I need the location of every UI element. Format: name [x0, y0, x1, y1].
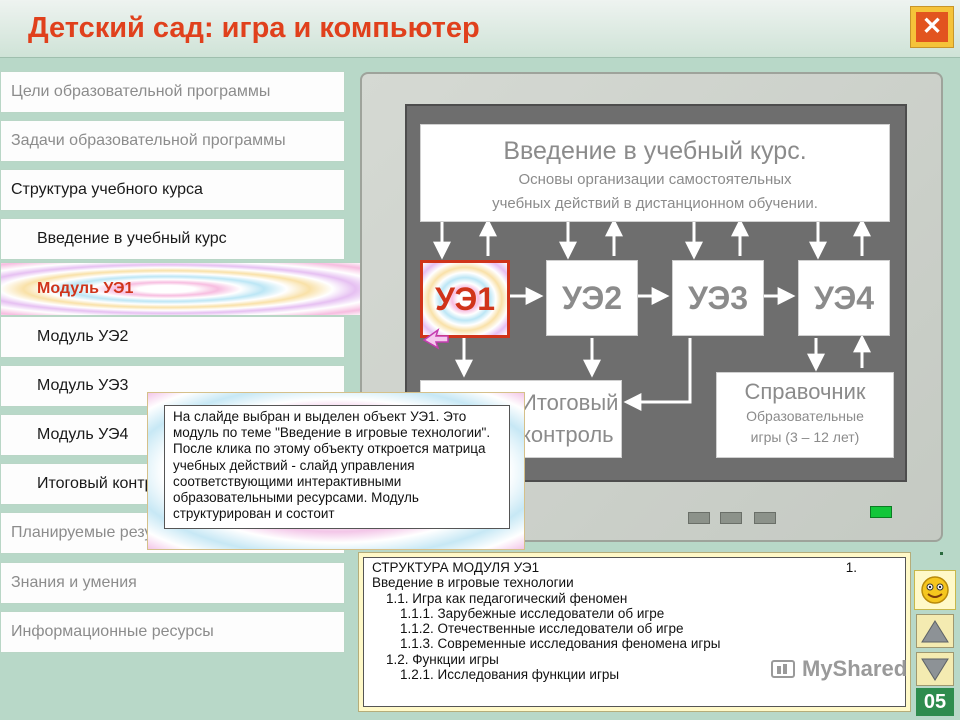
reference-line-1: Образовательные: [746, 408, 864, 424]
app-title: Детский сад: игра и компьютер: [28, 12, 480, 44]
close-icon: ✕: [916, 12, 948, 42]
menu-item-module-ue2[interactable]: Модуль УЭ2: [0, 316, 345, 358]
structure-line: 1.2. Функции игры: [386, 651, 499, 667]
intro-course-subtitle-2: учебных действий в дистанционном обучени…: [492, 195, 818, 212]
reference-line-2: игры (3 – 12 лет): [750, 429, 860, 445]
scroll-up-button[interactable]: [916, 614, 954, 648]
tooltip-callout: На слайде выбран и выделен объект УЭ1. Э…: [147, 392, 525, 550]
menu-item-module-ue1[interactable]: Модуль УЭ1: [0, 262, 370, 316]
structure-line: 1.1.1. Зарубежные исследователи об игре: [400, 605, 665, 621]
reference-title: Справочник: [744, 379, 866, 404]
header-bar: Детский сад: игра и компьютер ✕: [0, 0, 960, 58]
module-ue4-box[interactable]: УЭ4: [798, 260, 890, 336]
menu-item-goals[interactable]: Цели образовательной программы: [0, 71, 345, 113]
structure-line: 1.1.2. Отечественные исследователи об иг…: [400, 621, 684, 637]
arrow-up-icon: [921, 620, 949, 643]
power-led: [870, 506, 892, 518]
intro-course-box[interactable]: Введение в учебный курс. Основы организа…: [420, 124, 890, 222]
menu-item-intro[interactable]: Введение в учебный курс: [0, 218, 345, 260]
scroll-down-button[interactable]: [916, 652, 954, 686]
monitor-button: [688, 512, 710, 524]
intro-course-title: Введение в учебный курс.: [503, 137, 807, 165]
menu-item-tasks[interactable]: Задачи образовательной программы: [0, 120, 345, 162]
module-ue2-box[interactable]: УЭ2: [546, 260, 638, 336]
module-ue3-box[interactable]: УЭ3: [672, 260, 764, 336]
final-control-line-2: контроль: [521, 422, 614, 447]
module-structure-panel: СТРУКТУРА МОДУЛЯ УЭ1 1. Введение в игров…: [358, 552, 911, 712]
close-button[interactable]: ✕: [910, 6, 954, 48]
tooltip-text: На слайде выбран и выделен объект УЭ1. Э…: [164, 405, 510, 529]
arrow-ue3-to-control: [623, 338, 692, 411]
page-number: 05: [916, 688, 954, 716]
decorative-dot: [940, 552, 943, 555]
menu-item-info-resources[interactable]: Информационные ресурсы: [0, 611, 345, 653]
final-control-line-1: Итоговый: [521, 390, 619, 415]
watermark-text: MyShared: [802, 656, 908, 681]
watermark-logo-icon: [771, 660, 795, 678]
monitor-button: [754, 512, 776, 524]
monitor-button: [720, 512, 742, 524]
arrow-down-icon: [921, 658, 949, 681]
module-ue1-box[interactable]: УЭ1: [420, 260, 510, 338]
menu-item-course-structure[interactable]: Структура учебного курса: [0, 169, 345, 211]
structure-line: 1.1.3. Современные исследования феномена…: [400, 636, 721, 652]
reference-box[interactable]: Справочник Образовательные игры (3 – 12 …: [716, 372, 894, 458]
structure-heading-text: СТРУКТУРА МОДУЛЯ УЭ1: [372, 560, 540, 575]
structure-line: 1.1. Игра как педагогический феномен: [386, 590, 628, 606]
structure-heading: СТРУКТУРА МОДУЛЯ УЭ1 1.: [372, 560, 897, 575]
watermark: MyShared: [770, 656, 907, 682]
structure-line: 1.2.1. Исследования функции игры: [400, 667, 620, 683]
smiley-icon: [921, 576, 949, 604]
menu-item-knowledge-skills[interactable]: Знания и умения: [0, 562, 345, 604]
structure-line: Введение в игровые технологии: [372, 575, 574, 591]
module-structure-content: СТРУКТУРА МОДУЛЯ УЭ1 1. Введение в игров…: [363, 557, 906, 707]
structure-heading-number: 1.: [845, 560, 857, 575]
smiley-help-button[interactable]: [914, 570, 956, 610]
intro-course-subtitle-1: Основы организации самостоятельных: [518, 171, 792, 188]
pointer-cursor-icon: [422, 328, 449, 350]
